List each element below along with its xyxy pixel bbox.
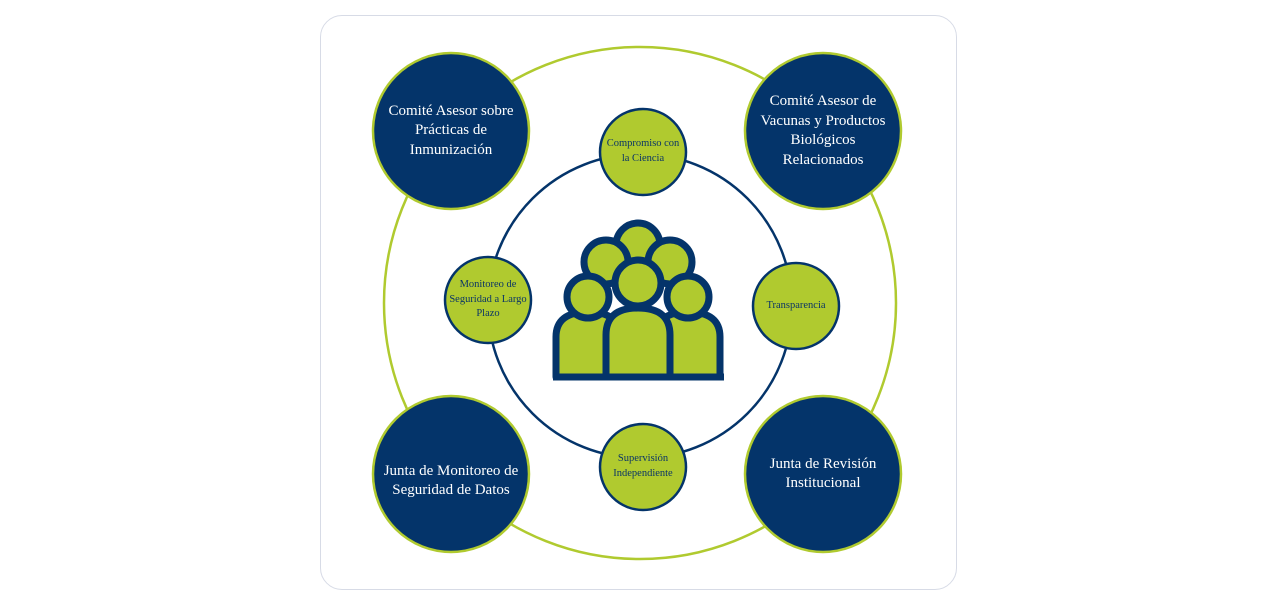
- label-vrbpac: Comité Asesor de Vacunas y Productos Bio…: [760, 93, 886, 168]
- node-irb: [743, 394, 903, 554]
- label-oversight: Supervisión Independiente: [613, 453, 673, 479]
- outer-ring: [382, 45, 898, 561]
- node-transparency: [751, 261, 841, 351]
- label-monitoring: Monitoreo de Seguridad a Largo Plazo: [449, 278, 527, 320]
- node-acip: [371, 51, 531, 211]
- group-of-people-icon: [552, 219, 724, 381]
- label-acip: Comité Asesor sobre Prácticas de Inmuniz…: [388, 102, 514, 158]
- label-science: Compromiso con la Ciencia: [606, 138, 680, 164]
- node-monitoring: [443, 255, 533, 345]
- label-irb: Junta de Revisión Institucional: [769, 455, 877, 492]
- node-oversight: [598, 422, 688, 512]
- label-dsmb: Junta de Monitoreo de Seguridad de Datos: [383, 462, 519, 499]
- label-transparency: Transparencia: [766, 299, 826, 311]
- node-dsmb: [371, 394, 531, 554]
- node-science: [598, 107, 688, 197]
- node-vrbpac: [743, 51, 903, 211]
